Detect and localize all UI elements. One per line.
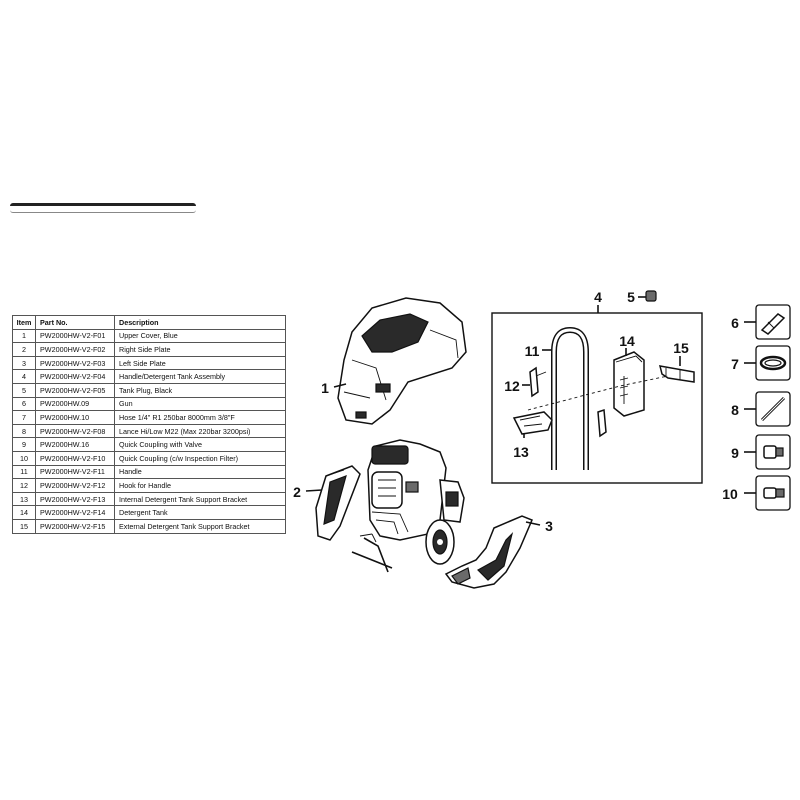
- callout-4: 4: [594, 289, 602, 305]
- callout-5: 5: [627, 289, 635, 305]
- callout-11: 11: [525, 343, 540, 359]
- callout-10: 10: [722, 486, 738, 502]
- callout-2: 2: [293, 484, 301, 500]
- handle-drawing: [551, 326, 589, 470]
- right-side-plate-drawing: [315, 465, 361, 541]
- quick-coupling-valve-drawing: [763, 445, 784, 459]
- assembly-bracket-box: [491, 312, 703, 484]
- assembly-guide-line: [527, 375, 669, 411]
- hose-drawing: [759, 355, 787, 371]
- lower-hook-drawing: [597, 408, 607, 438]
- description-cell: External Detergent Tank Support Bracket: [114, 518, 286, 534]
- callout-3: 3: [545, 518, 553, 534]
- header-rule: [10, 203, 196, 213]
- quick-coupling-filter-drawing: [763, 487, 785, 499]
- description-cell: Internal Detergent Tank Support Bracket: [114, 491, 286, 507]
- callout-1: 1: [321, 380, 329, 396]
- external-bracket-drawing: [658, 365, 695, 383]
- callout-15: 15: [673, 340, 689, 356]
- callout-14: 14: [619, 333, 635, 349]
- hook-for-handle-drawing: [529, 366, 547, 398]
- callout-6: 6: [731, 315, 739, 331]
- callout-13: 13: [513, 444, 529, 460]
- internal-bracket-drawing: [512, 411, 553, 435]
- callout-12: 12: [504, 378, 520, 394]
- tank-plug-drawing: [638, 290, 657, 302]
- machine-body-drawing: [351, 439, 465, 573]
- left-side-plate-drawing: [444, 515, 533, 589]
- gun-drawing: [760, 313, 786, 335]
- leader-lines: [305, 321, 756, 526]
- upper-cover-drawing: [337, 297, 467, 425]
- lance-drawing: [760, 396, 786, 422]
- table-header-row: Item Part No. Description: [12, 315, 286, 330]
- callout-7: 7: [731, 356, 739, 372]
- callout-9: 9: [731, 445, 739, 461]
- callout-8: 8: [731, 402, 739, 418]
